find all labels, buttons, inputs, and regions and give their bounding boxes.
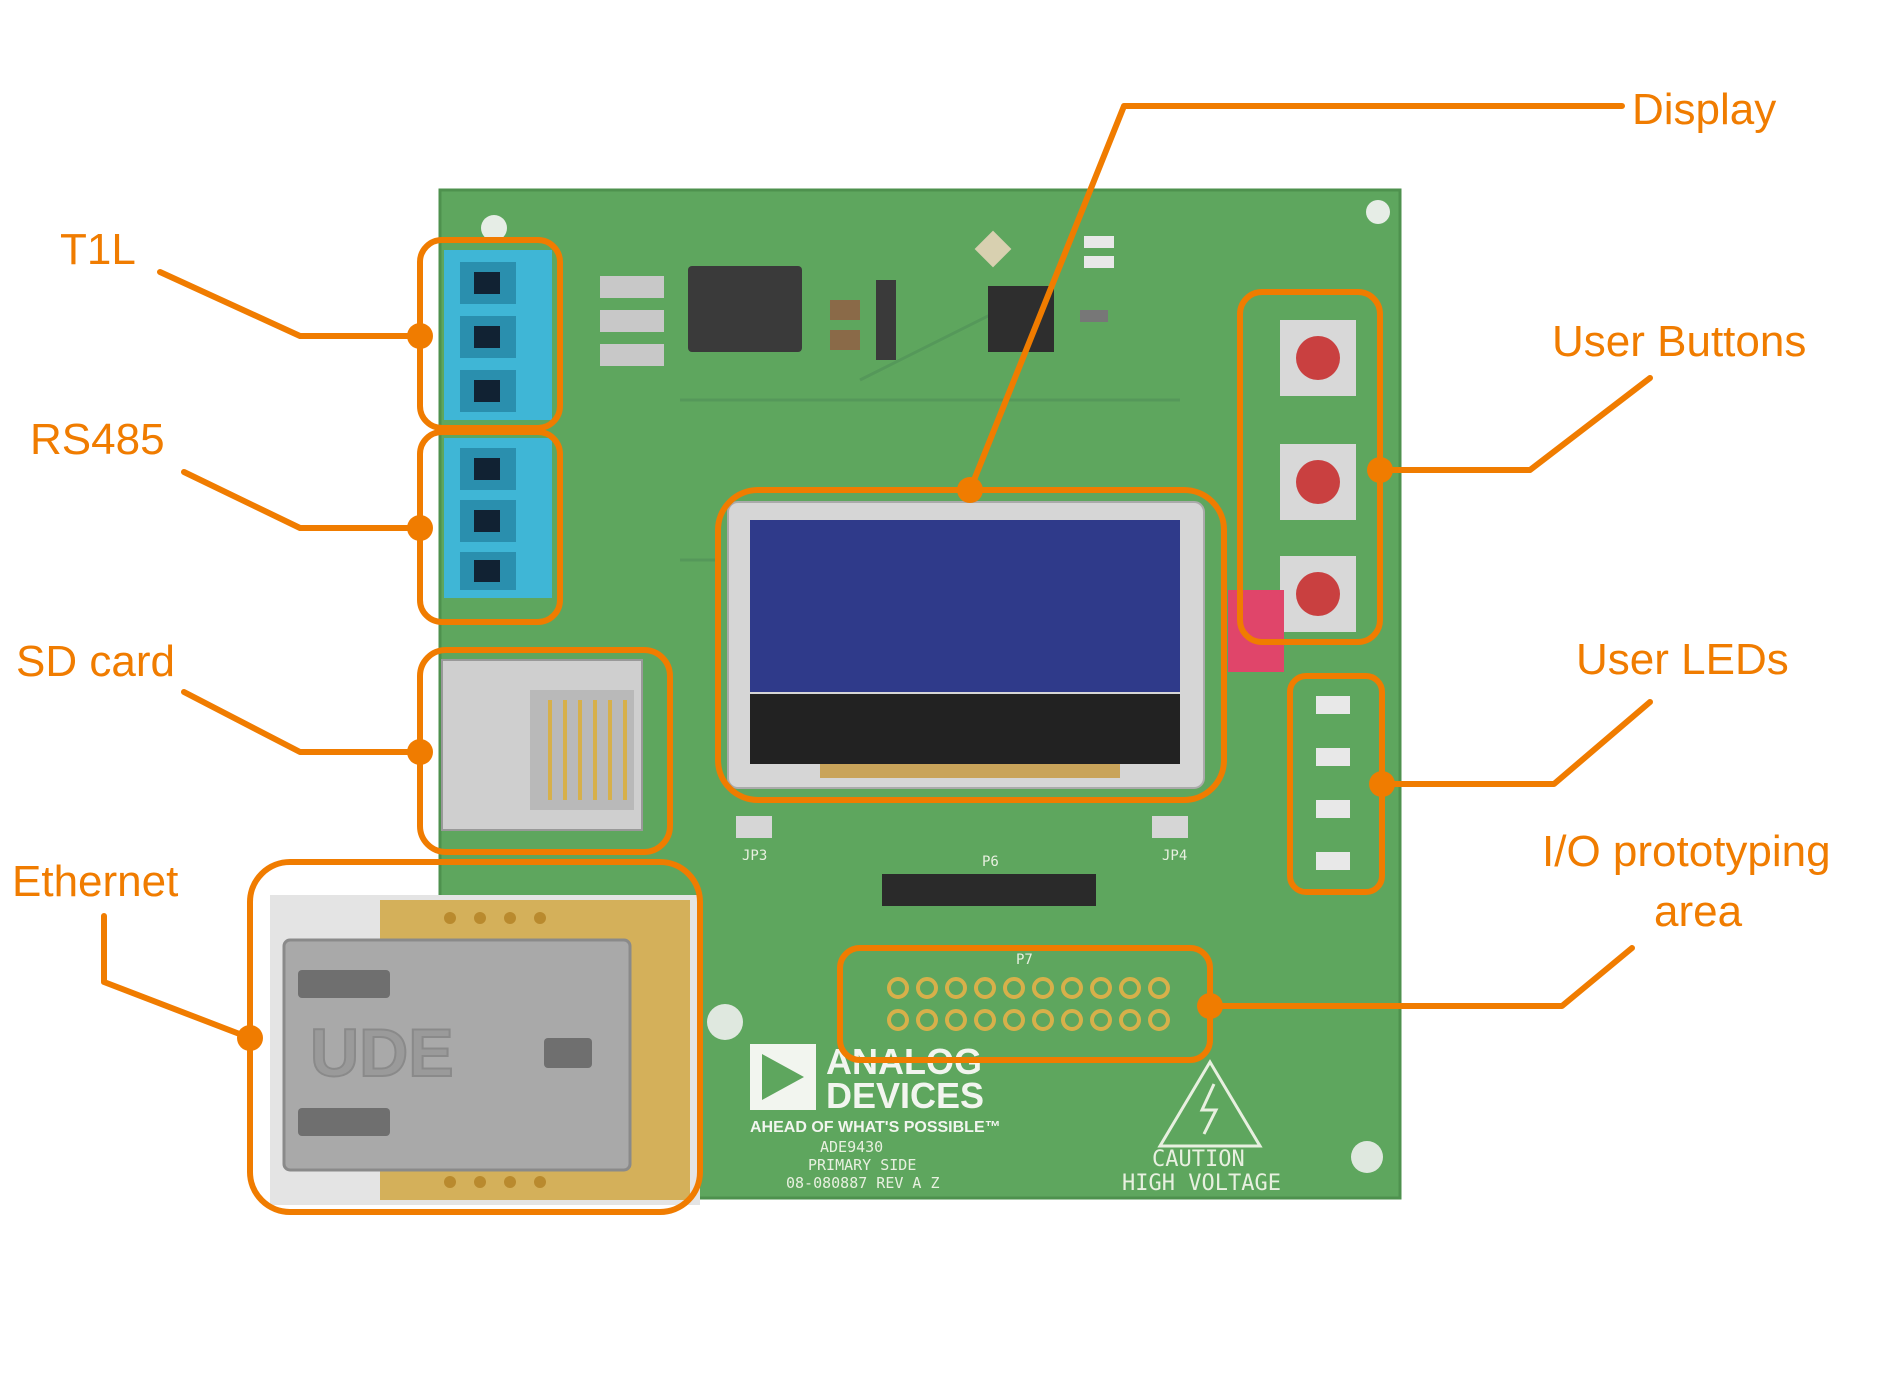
user-leds [1316, 696, 1350, 870]
header-pin [887, 977, 909, 999]
io-label-line2: area [1654, 887, 1743, 936]
leader-lines [101, 103, 1653, 1041]
jp4-label: JP4 [1162, 848, 1187, 864]
mounting-hole [1366, 200, 1390, 224]
leds-leader [1379, 699, 1653, 787]
board-side: PRIMARY SIDE [808, 1156, 916, 1174]
part-number: ADE9430 [820, 1138, 883, 1156]
lcd-display [727, 501, 1205, 789]
brand-line2: DEVICES [826, 1075, 984, 1116]
ethernet-label: Ethernet [12, 857, 178, 906]
ethernet-module: UDE [270, 895, 700, 1205]
rs485-terminal-block [444, 438, 552, 598]
jack-marking: UDE [310, 1015, 454, 1091]
io-label-line1: I/O prototyping [1542, 827, 1831, 876]
header-pin [916, 977, 938, 999]
push-button [1296, 572, 1340, 616]
analog-devices-logo: ANALOG DEVICES AHEAD OF WHAT'S POSSIBLE™ [750, 1041, 1001, 1136]
sdcard-leader [181, 689, 423, 755]
push-button [1296, 336, 1340, 380]
high-voltage-warning: CAUTION HIGH VOLTAGE [1122, 1059, 1281, 1196]
header-pin [1032, 977, 1054, 999]
sdcard-label: SD card [16, 637, 175, 686]
buttons-label: User Buttons [1552, 317, 1806, 366]
leader-dots [237, 323, 1395, 1051]
prototyping-header-p7: P7 [887, 952, 1170, 1031]
jumpers: JP3 JP4 [736, 816, 1188, 864]
mounting-hole [1351, 1141, 1383, 1173]
header-pin [1003, 977, 1025, 999]
header-pin [1003, 1009, 1025, 1031]
p7-label: P7 [1016, 952, 1033, 968]
header-pin [1148, 977, 1170, 999]
lcd-screen [750, 520, 1180, 692]
header-pin [1119, 977, 1141, 999]
t1l-leader [157, 269, 423, 339]
leds-label: User LEDs [1576, 635, 1789, 684]
header-pin [945, 977, 967, 999]
sd-card-slot [441, 659, 643, 831]
display-leader [967, 103, 1625, 493]
caution-text: CAUTION [1152, 1147, 1245, 1172]
header-pin [1061, 977, 1083, 999]
header-pin [1090, 977, 1112, 999]
ethernet-leader [101, 913, 253, 1041]
rs485-label: RS485 [30, 415, 165, 464]
board-revision: 08-080887 REV A Z [786, 1174, 940, 1192]
header-pin [1119, 1009, 1141, 1031]
header-pin [1061, 1009, 1083, 1031]
buttons-leader [1377, 375, 1653, 473]
header-p6: P6 [882, 854, 1096, 906]
io-leader [1207, 945, 1635, 1009]
rs485-leader [181, 469, 423, 531]
p6-label: P6 [982, 854, 999, 870]
header-pin [945, 1009, 967, 1031]
brand-tagline: AHEAD OF WHAT'S POSSIBLE™ [750, 1119, 1001, 1136]
t1l-terminal-block [444, 250, 552, 420]
display-label: Display [1632, 85, 1776, 134]
inductor [688, 266, 802, 352]
header-pin [1032, 1009, 1054, 1031]
header-pins [887, 977, 1170, 1031]
user-buttons [1228, 320, 1356, 672]
mounting-hole [481, 215, 507, 241]
header-pin [1148, 1009, 1170, 1031]
header-pin [887, 1009, 909, 1031]
mounting-hole [707, 1004, 743, 1040]
header-pin [1090, 1009, 1112, 1031]
t1l-label: T1L [60, 225, 136, 274]
push-button [1296, 460, 1340, 504]
ic-chip [988, 286, 1054, 352]
power-components [600, 230, 1114, 366]
header-pin [974, 1009, 996, 1031]
header-pin [974, 977, 996, 999]
header-pin [916, 1009, 938, 1031]
jp3-label: JP3 [742, 848, 767, 864]
high-voltage-text: HIGH VOLTAGE [1122, 1171, 1281, 1196]
